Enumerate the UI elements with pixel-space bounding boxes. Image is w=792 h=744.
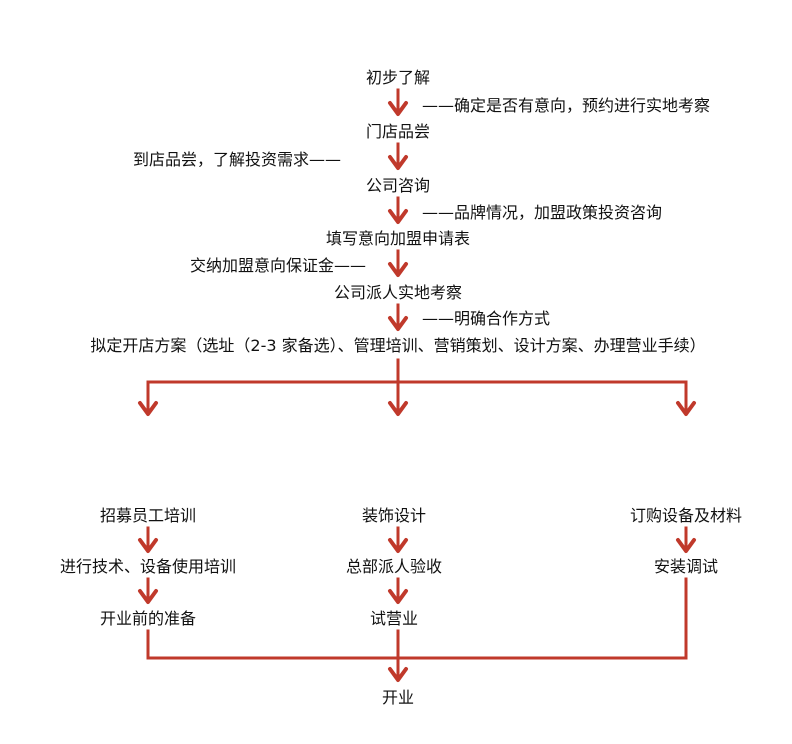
final-opening: 开业 xyxy=(381,688,415,707)
step-company-consult: 公司咨询 xyxy=(365,176,431,195)
arrow-step5-to-step6-head xyxy=(388,316,408,331)
branch-middle-decoration: 装饰设计 xyxy=(361,506,427,525)
arrow-right-1-to-2-head xyxy=(676,538,696,553)
branch-left-pre-opening: 开业前的准备 xyxy=(99,609,197,628)
note-cooperation-mode: ——明确合作方式 xyxy=(422,309,551,328)
arrow-step1-to-step2-head xyxy=(388,101,408,116)
arrow-left-2-to-3-head xyxy=(138,589,158,604)
arrow-step2-to-step3-head xyxy=(388,155,408,170)
branch-left-tech-training: 进行技术、设备使用培训 xyxy=(59,557,237,576)
arrow-step4-to-step5-head xyxy=(388,262,408,277)
arrow-middle-1-to-2-head xyxy=(388,538,408,553)
note-pay-deposit: 交纳加盟意向保证金—— xyxy=(190,256,367,275)
step-initial-understanding: 初步了解 xyxy=(365,68,431,87)
step-site-inspection: 公司派人实地考察 xyxy=(333,283,463,302)
arrow-middle-2-to-3-head xyxy=(388,589,408,604)
note-brand-policy: ——品牌情况，加盟政策投资咨询 xyxy=(422,203,663,222)
branch-left-recruit-training: 招募员工培训 xyxy=(99,506,197,525)
step-store-plan: 拟定开店方案（选址（2-3 家备选）、管理培训、营销策划、设计方案、办理营业手续… xyxy=(90,336,706,355)
branch-right-install: 安装调试 xyxy=(653,557,719,576)
arrow-split-left-head xyxy=(138,401,158,416)
connector-lines xyxy=(138,88,696,682)
arrow-left-1-to-2-head xyxy=(138,538,158,553)
arrow-split-right-head xyxy=(676,401,696,416)
branch-middle-inspection: 总部派人验收 xyxy=(345,557,443,576)
step-store-tasting: 门店品尝 xyxy=(365,122,431,141)
branch-right-order-equipment: 订购设备及材料 xyxy=(629,506,743,525)
arrow-step3-to-step4-head xyxy=(388,209,408,224)
arrow-split-middle-head xyxy=(388,401,408,416)
note-confirm-intention: ——确定是否有意向，预约进行实地考察 xyxy=(422,96,711,115)
step-fill-application: 填写意向加盟申请表 xyxy=(325,229,471,248)
note-understand-needs: 到店品尝，了解投资需求—— xyxy=(133,150,342,169)
arrow-merge-to-final-head xyxy=(388,667,408,682)
branch-middle-trial-operation: 试营业 xyxy=(369,609,419,628)
